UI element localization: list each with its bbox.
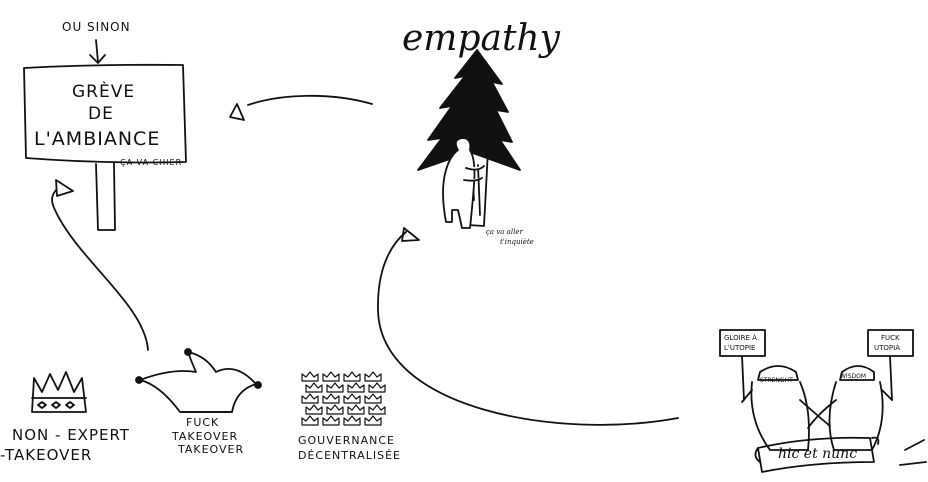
protest-cap-left: STRENGHT (760, 377, 793, 384)
crown-small-icon (343, 415, 361, 426)
jester-line-1: FUCK (186, 416, 220, 429)
protest-sign-left-2: L'UTOPIE (724, 344, 756, 352)
bear-icon (442, 137, 485, 229)
jester-line-3: TAKEOVER (178, 443, 245, 456)
empathy-title: empathy (402, 18, 560, 59)
crown-small-icon (326, 382, 344, 393)
sign-board (23, 63, 187, 231)
crown-small-icon (326, 404, 344, 415)
gouvernance-line-1: GOUVERNANCE (298, 434, 395, 447)
crown-small-icon (301, 415, 319, 426)
empathy-caption-2: t'inquiète (500, 238, 534, 246)
empathy-caption-1: ça va aller (486, 228, 523, 236)
crown-small-icon (364, 371, 382, 382)
protesters-icon (719, 329, 927, 473)
crown-small-icon (343, 393, 361, 404)
crown-small-icon (364, 393, 382, 404)
down-arrow-icon (89, 39, 106, 64)
crown-small-icon (368, 382, 386, 393)
scroll-banner-icon (757, 436, 875, 473)
crown-small-icon (305, 404, 323, 415)
nonexpert-line-2: -TAKEOVER (0, 446, 93, 464)
crown-small-icon (347, 404, 365, 415)
jester-line-2: TAKEOVER (172, 430, 239, 443)
sign-sub: ÇA VA CHIER (120, 158, 183, 167)
protest-sign-right-1: FUCK (881, 334, 900, 342)
crown-small-icon (301, 393, 319, 404)
protest-sign-left-1: GLOIRE À (724, 334, 757, 342)
crown-small-icon (322, 371, 340, 382)
curved-arrow-left (51, 179, 149, 351)
jester-hat-icon (135, 348, 262, 413)
arrow-head-icon (229, 103, 245, 121)
crown-small-icon (322, 415, 340, 426)
protest-cap-right: WISDOM (840, 373, 867, 380)
crown-small-icon (322, 393, 340, 404)
crown-small-icon (364, 415, 382, 426)
crown-small-icon (347, 382, 365, 393)
nonexpert-line-1: NON - EXPERT (12, 426, 130, 444)
curved-arrow-bottom (377, 227, 679, 426)
crown-small-icon (343, 371, 361, 382)
curved-arrow-top (229, 94, 373, 121)
gouvernance-line-2: DÉCENTRALISÉE (298, 449, 401, 462)
protest-banner: hic et nunc (778, 446, 858, 462)
sign-line-3: L'AMBIANCE (34, 128, 161, 150)
crown-small-icon (301, 371, 319, 382)
crown-small-icon (368, 404, 386, 415)
crowns-grid-icon (301, 371, 386, 426)
sign-line-1: GRÈVE (72, 82, 136, 102)
sign-note: OU SINON (62, 20, 131, 34)
protest-sign-right-2: UTOPIA (874, 344, 900, 352)
crown-small-icon (305, 382, 323, 393)
crown-icon (31, 371, 87, 413)
sign-line-2: DE (88, 104, 114, 124)
